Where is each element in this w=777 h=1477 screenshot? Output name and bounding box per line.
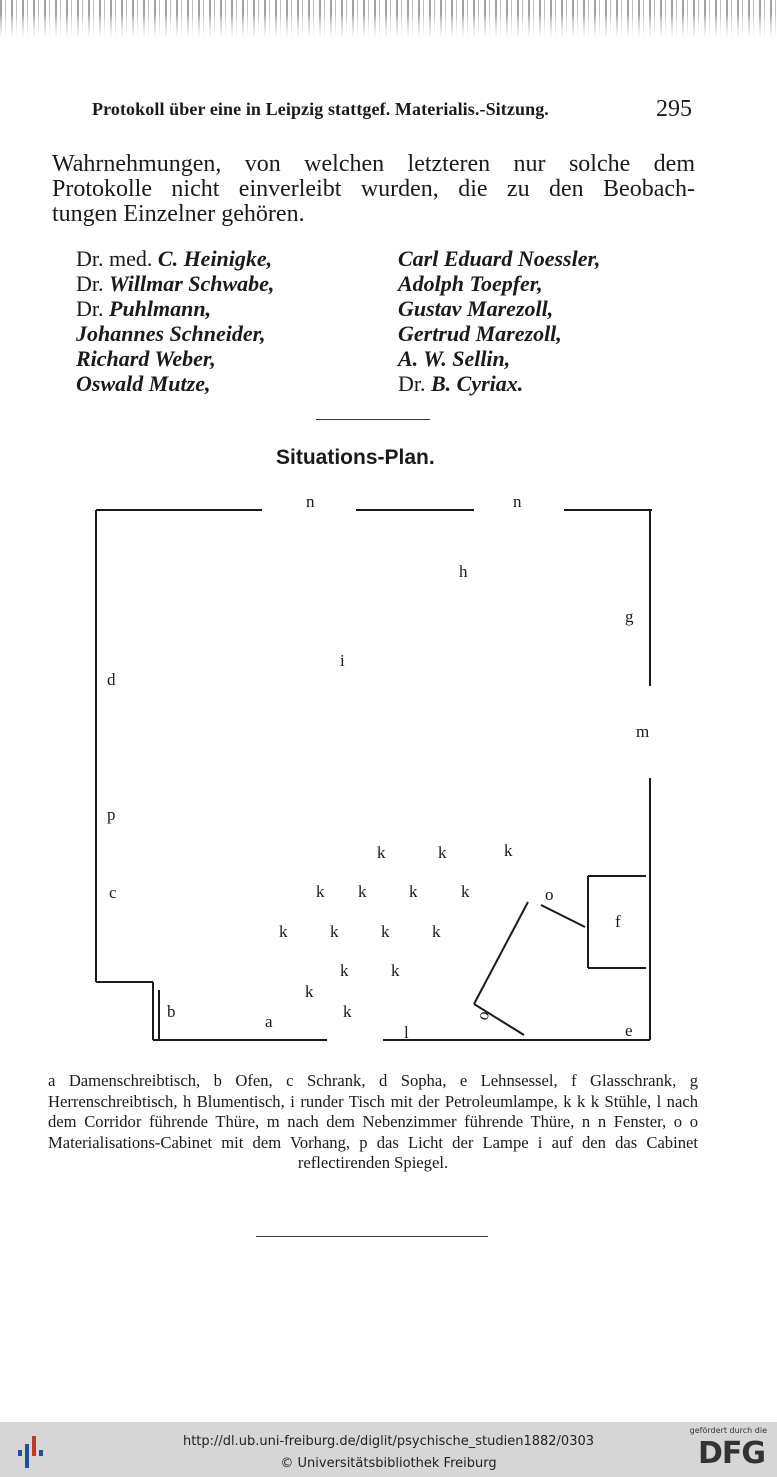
label-chair: k — [358, 882, 367, 901]
signature-right-1: Carl Eduard Noessler, — [398, 246, 601, 271]
label-window-right: n — [513, 492, 522, 511]
label-mirror: p — [107, 805, 116, 824]
library-logo-icon — [18, 1436, 43, 1468]
scan-top-edge — [0, 0, 777, 38]
running-title: Protokoll über eine in Leipzig stattgef.… — [92, 99, 549, 119]
label-cabinet-bottom: o — [473, 1009, 494, 1022]
label-chair: k — [504, 841, 513, 860]
label-chair: k — [330, 922, 339, 941]
label-cupboard: c — [109, 883, 117, 902]
signature-left-4: Johannes Schneider, — [76, 321, 266, 346]
label-chair: k — [409, 882, 418, 901]
label-chair: k — [381, 922, 390, 941]
label-chair: k — [343, 1002, 352, 1021]
label-round-table: i — [340, 651, 345, 670]
label-window-left: n — [306, 492, 315, 511]
label-lady-desk: a — [265, 1012, 273, 1031]
signature-right-6: Dr. B. Cyriax. — [398, 371, 524, 396]
label-oven: b — [167, 1002, 176, 1021]
label-glass-cabinet: f — [615, 912, 621, 931]
signature-left-2: Dr. Willmar Schwabe, — [76, 271, 275, 296]
footer-bar: http://dl.ub.uni-freiburg.de/diglit/psyc… — [0, 1422, 777, 1477]
label-gentleman-desk: g — [625, 607, 634, 626]
cabinet-bottom-wall — [473, 1003, 525, 1036]
label-chair: k — [391, 961, 400, 980]
paragraph-line-3: tungen Einzelner gehören. — [52, 201, 305, 227]
plan-title: Situations-Plan. — [276, 446, 435, 469]
label-chair: k — [438, 843, 447, 862]
signature-right-3: Gustav Marezoll, — [398, 296, 554, 321]
signature-left-6: Oswald Mutze, — [76, 371, 211, 396]
dfg-logo: DFG — [697, 1436, 766, 1471]
plan-legend: a Damenschreibtisch, b Ofen, c Schrank, … — [48, 1071, 698, 1172]
plan-labels: n n h g i d m p c k k k k k k k k k k k … — [107, 492, 649, 1042]
signature-right-4: Gertrud Marezoll, — [398, 321, 562, 346]
footer-url[interactable]: http://dl.ub.uni-freiburg.de/diglit/psyc… — [182, 1434, 595, 1449]
paragraph-line-2: Protokolle nicht einverleibt wurden, die… — [52, 176, 695, 202]
closing-divider — [256, 1236, 488, 1237]
label-chair: k — [305, 982, 314, 1001]
label-cabinet-top: o — [545, 885, 554, 904]
section-divider — [316, 419, 430, 420]
cabinet-left-wall — [473, 901, 529, 1005]
footer-copyright: © Universitätsbibliothek Freiburg — [280, 1456, 497, 1471]
signature-left-1: Dr. med. C. Heinigke, — [76, 246, 273, 271]
label-chair: k — [340, 961, 349, 980]
label-chair: k — [377, 843, 386, 862]
signature-left-3: Dr. Puhlmann, — [76, 296, 212, 321]
label-corridor-door: l — [404, 1023, 409, 1042]
label-armchair: e — [625, 1021, 633, 1040]
label-chair: k — [279, 922, 288, 941]
label-side-door: m — [636, 722, 649, 741]
label-chair: k — [316, 882, 325, 901]
signature-left-5: Richard Weber, — [76, 346, 216, 371]
cabinet-curtain — [540, 904, 586, 928]
label-chair: k — [432, 922, 441, 941]
paragraph-line-1: Wahrnehmungen, von welchen letzteren nur… — [52, 151, 695, 177]
page-number: 295 — [656, 96, 692, 122]
plan-walls — [95, 509, 652, 1041]
label-sofa: d — [107, 670, 116, 689]
signature-right-5: A. W. Sellin, — [398, 346, 511, 371]
signature-right-2: Adolph Toepfer, — [398, 271, 543, 296]
label-chair: k — [461, 882, 470, 901]
floor-plan-diagram: n n h g i d m p c k k k k k k k k k k k … — [95, 492, 652, 1042]
dfg-tagline: gefördert durch die — [689, 1426, 767, 1435]
label-flower-table: h — [459, 562, 468, 581]
